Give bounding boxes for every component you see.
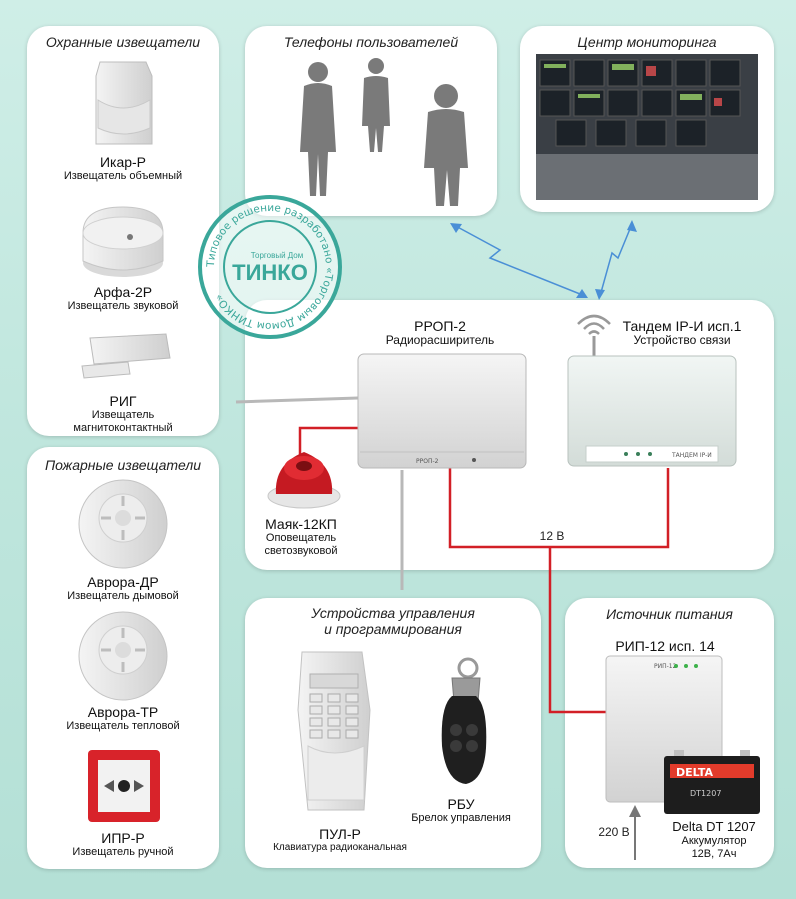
control-devices-panel: Устройства управления и программирования <box>245 598 541 868</box>
ipr-name: ИПР-Р <box>101 830 145 846</box>
keypad-icon <box>297 651 371 811</box>
rig-name: РИГ <box>109 393 137 409</box>
battery-label: Delta DT 1207 Аккумулятор 12В, 7Ач <box>662 819 766 860</box>
mayak-wire <box>298 426 358 460</box>
ikar-desc: Извещатель объемный <box>63 170 183 183</box>
tandem-device-icon: ТАНДЕМ IP-И <box>567 355 737 467</box>
phones-panel-title: Телефоны пользователей <box>283 34 459 50</box>
security-panel-title: Охранные извещатели <box>45 34 201 50</box>
battery-brand-text: DELTA <box>676 766 713 779</box>
rig-desc-2: магнитоконтактный <box>73 421 173 434</box>
ikar-label: Икар-Р Извещатель объемный <box>27 154 219 183</box>
rrop-power-wire <box>448 468 670 549</box>
mains-arrow-head <box>629 805 641 817</box>
tandem-label: Тандем IP-И исп.1 Устройство связи <box>612 318 752 348</box>
fire-panel-title: Пожарные извещатели <box>44 457 202 473</box>
rip-device-text: РИП-12 <box>654 663 677 670</box>
arfa-desc: Извещатель звуковой <box>67 300 179 313</box>
smoke-detector-icon <box>78 479 168 569</box>
power-supply-wire <box>548 547 610 714</box>
motion-detector-icon <box>95 61 153 145</box>
ikar-name: Икар-Р <box>99 154 147 170</box>
battery-name: Delta DT 1207 <box>672 819 756 834</box>
aurora-dr-label: Аврора-ДР Извещатель дымовой <box>27 574 219 603</box>
stamp-small-text: Торговый Дом <box>251 251 304 260</box>
rig-label: РИГ Извещатель магнитоконтактный <box>27 393 219 434</box>
wireless-link-phones <box>451 223 586 297</box>
wireless-link-monitoring <box>599 223 633 297</box>
ipr-desc: Извещатель ручной <box>72 846 174 859</box>
ipr-label: ИПР-Р Извещатель ручной <box>27 830 219 859</box>
aurora-dr-name: Аврора-ДР <box>87 574 159 590</box>
mayak-desc-1: Оповещатель <box>265 532 337 545</box>
mayak-name: Маяк-12КП <box>265 516 337 532</box>
aurora-dr-desc: Извещатель дымовой <box>67 590 179 603</box>
aurora-tr-label: Аврора-ТР Извещатель тепловой <box>27 704 219 733</box>
control-panel-title-2: и программирования <box>324 621 462 637</box>
monitoring-center-icon <box>536 54 758 200</box>
stamp-brand-text: ТИНКО <box>232 260 308 285</box>
people-phone-icon <box>300 58 468 206</box>
manual-call-point-icon <box>88 750 160 822</box>
glass-break-detector-icon <box>82 206 164 277</box>
voltage-label-12v: 12 В <box>539 529 565 543</box>
rrop-left-antenna <box>235 396 359 404</box>
arfa-label: Арфа-2Р Извещатель звуковой <box>27 284 219 313</box>
rip-name: РИП-12 исп. 14 <box>615 638 715 654</box>
battery-icon: DELTA DT1207 <box>664 750 760 814</box>
battery-desc-2: 12В, 7Ач <box>691 847 737 860</box>
pul-desc: Клавиатура радиоканальная <box>273 842 407 854</box>
battery-desc-1: Аккумулятор <box>681 834 747 847</box>
tandem-name: Тандем IP-И исп.1 <box>622 318 742 334</box>
rrop-desc: Радиорасширитель <box>385 333 495 348</box>
battery-model-text: DT1207 <box>690 789 721 798</box>
rbu-name: РБУ <box>447 796 475 812</box>
aurora-tr-desc: Извещатель тепловой <box>66 720 180 733</box>
rrop-device-icon: РРОП-2 <box>357 353 527 469</box>
mayak-label: Маяк-12КП Оповещатель светозвуковой <box>246 516 356 557</box>
mains-label: 220 В <box>598 825 630 839</box>
rig-desc-1: Извещатель <box>91 409 155 422</box>
rrop-label: РРОП-2 Радиорасширитель <box>360 318 520 348</box>
tinko-stamp: Типовое решение разработано «Торговым До… <box>198 195 342 339</box>
power-panel-title: Источник питания <box>606 606 733 622</box>
rbu-label: РБУ Брелок управления <box>396 796 526 825</box>
pul-label: ПУЛ-Р Клавиатура радиоканальная <box>255 826 425 854</box>
magnetic-contact-icon <box>81 333 171 379</box>
control-panel-title-1: Устройства управления <box>311 605 475 621</box>
rrop-device-text: РРОП-2 <box>416 458 439 465</box>
rrop-name: РРОП-2 <box>414 318 466 334</box>
arfa-name: Арфа-2Р <box>93 284 153 300</box>
aurora-tr-name: Аврора-ТР <box>87 704 159 720</box>
pul-name: ПУЛ-Р <box>319 826 361 842</box>
monitoring-panel-title: Центр мониторинга <box>577 34 717 50</box>
heat-detector-icon <box>78 611 168 701</box>
rbu-desc: Брелок управления <box>411 812 511 825</box>
mayak-desc-2: светозвуковой <box>264 544 338 557</box>
tandem-antenna-icon <box>577 314 611 356</box>
tandem-desc: Устройство связи <box>633 333 731 348</box>
strobe-siren-icon <box>267 452 341 509</box>
rip-label: РИП-12 исп. 14 <box>575 638 755 654</box>
key-fob-icon <box>441 657 487 784</box>
tandem-device-text: ТАНДЕМ IP-И <box>671 452 712 459</box>
